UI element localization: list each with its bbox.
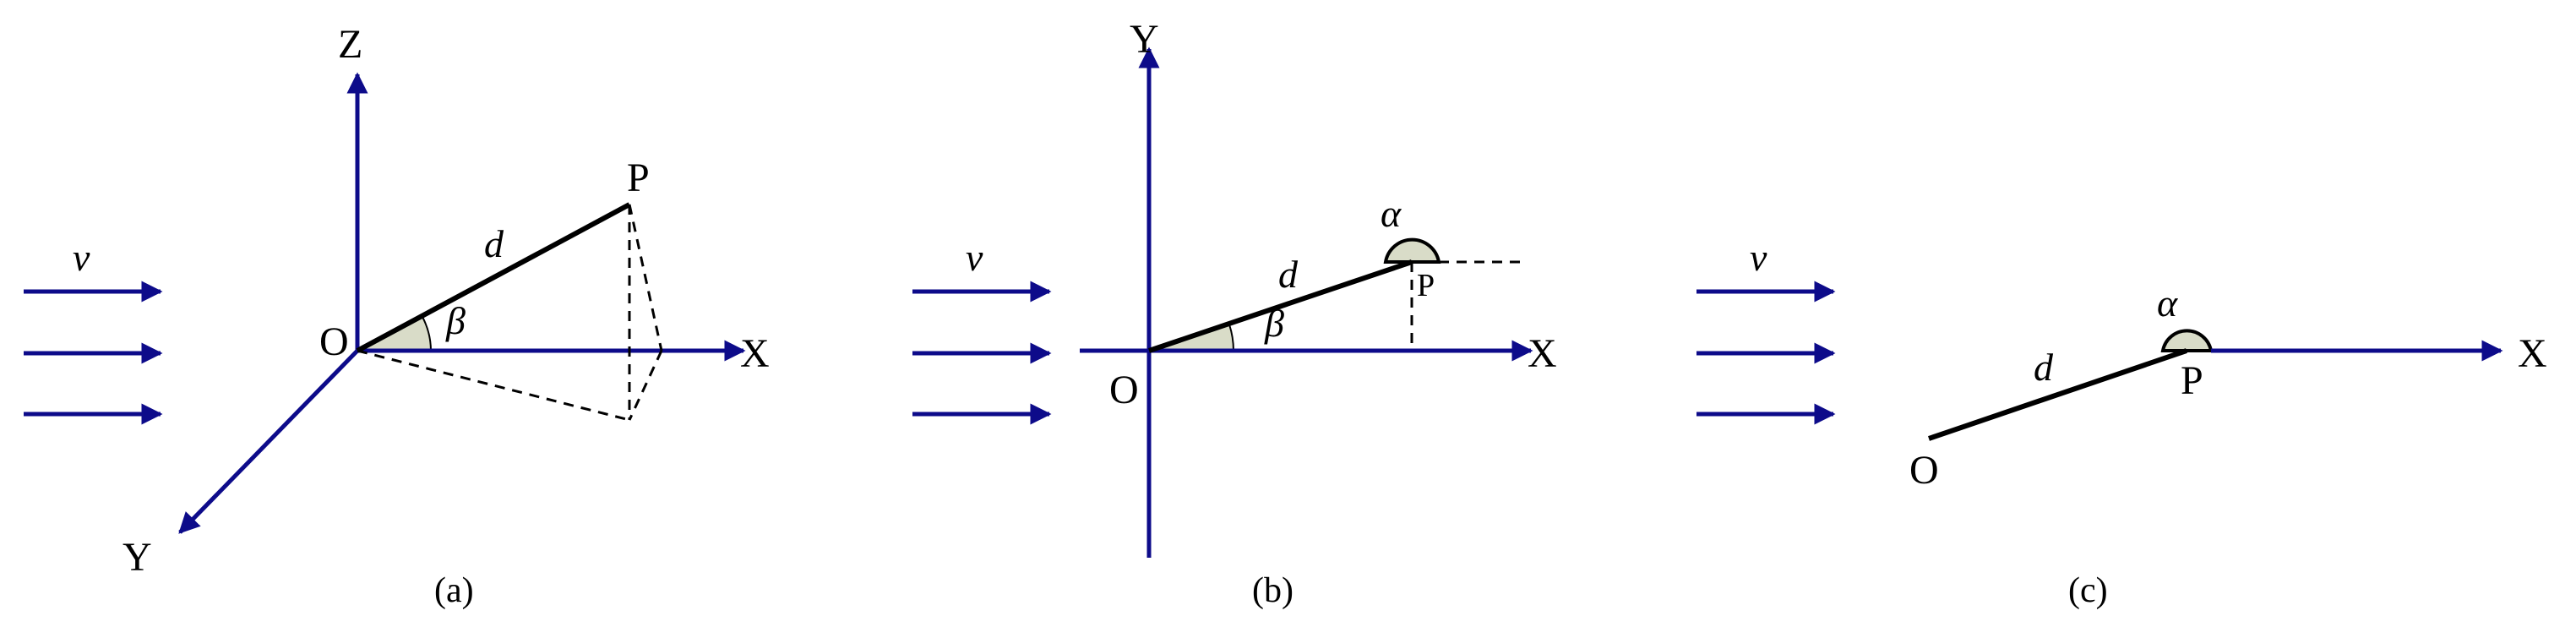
velocity-label-b: v [966, 236, 983, 279]
panel-a: v Z X Y O P d β (a) [24, 22, 770, 610]
origin-label-c: O [1909, 448, 1939, 493]
distance-label-c: d [2034, 346, 2054, 389]
angle-beta-label-b: β [1264, 302, 1284, 345]
axis-y-label-a: Y [123, 535, 152, 580]
caption-b: (b) [1252, 571, 1293, 610]
point-label-a: P [627, 155, 650, 200]
velocity-arrows-c [1696, 281, 1836, 425]
caption-a: (a) [434, 571, 474, 610]
panel-c: v X O P d α (c) [1696, 236, 2547, 610]
angle-beta-label-a: β [445, 299, 466, 342]
axis-x-label-a: X [740, 331, 770, 376]
axis-x-label-c: X [2518, 331, 2547, 376]
segment-op-c [1928, 348, 2187, 441]
axis-z-label: Z [338, 22, 362, 67]
axes-b [1080, 46, 1533, 558]
axis-x-label-b: X [1528, 331, 1557, 376]
projection-lines-b [1410, 260, 1525, 351]
caption-c: (c) [2068, 571, 2108, 610]
origin-label-a: O [319, 319, 349, 364]
origin-label-b: O [1109, 368, 1139, 412]
segment-op-b [1148, 259, 1413, 353]
velocity-label-a: v [73, 236, 90, 279]
velocity-arrows-b [912, 281, 1052, 425]
angle-alpha-label-c: α [2157, 281, 2178, 324]
angle-alpha-arc-b [1383, 237, 1441, 264]
panel-b: v Y X O P d β α (b) [912, 17, 1557, 610]
point-label-b: P [1417, 268, 1435, 303]
distance-label-b: d [1278, 253, 1299, 296]
velocity-arrows-a [24, 281, 163, 425]
point-label-c: P [2181, 358, 2203, 403]
angle-alpha-arc-c [2160, 329, 2214, 352]
angle-alpha-label-b: α [1381, 192, 1402, 235]
velocity-label-c: v [1750, 236, 1767, 279]
segment-op-a [356, 202, 631, 353]
axes-a [178, 72, 746, 534]
axis-y-label-b: Y [1130, 17, 1159, 62]
projection-lines-a [357, 204, 663, 422]
distance-label-a: d [484, 222, 504, 265]
